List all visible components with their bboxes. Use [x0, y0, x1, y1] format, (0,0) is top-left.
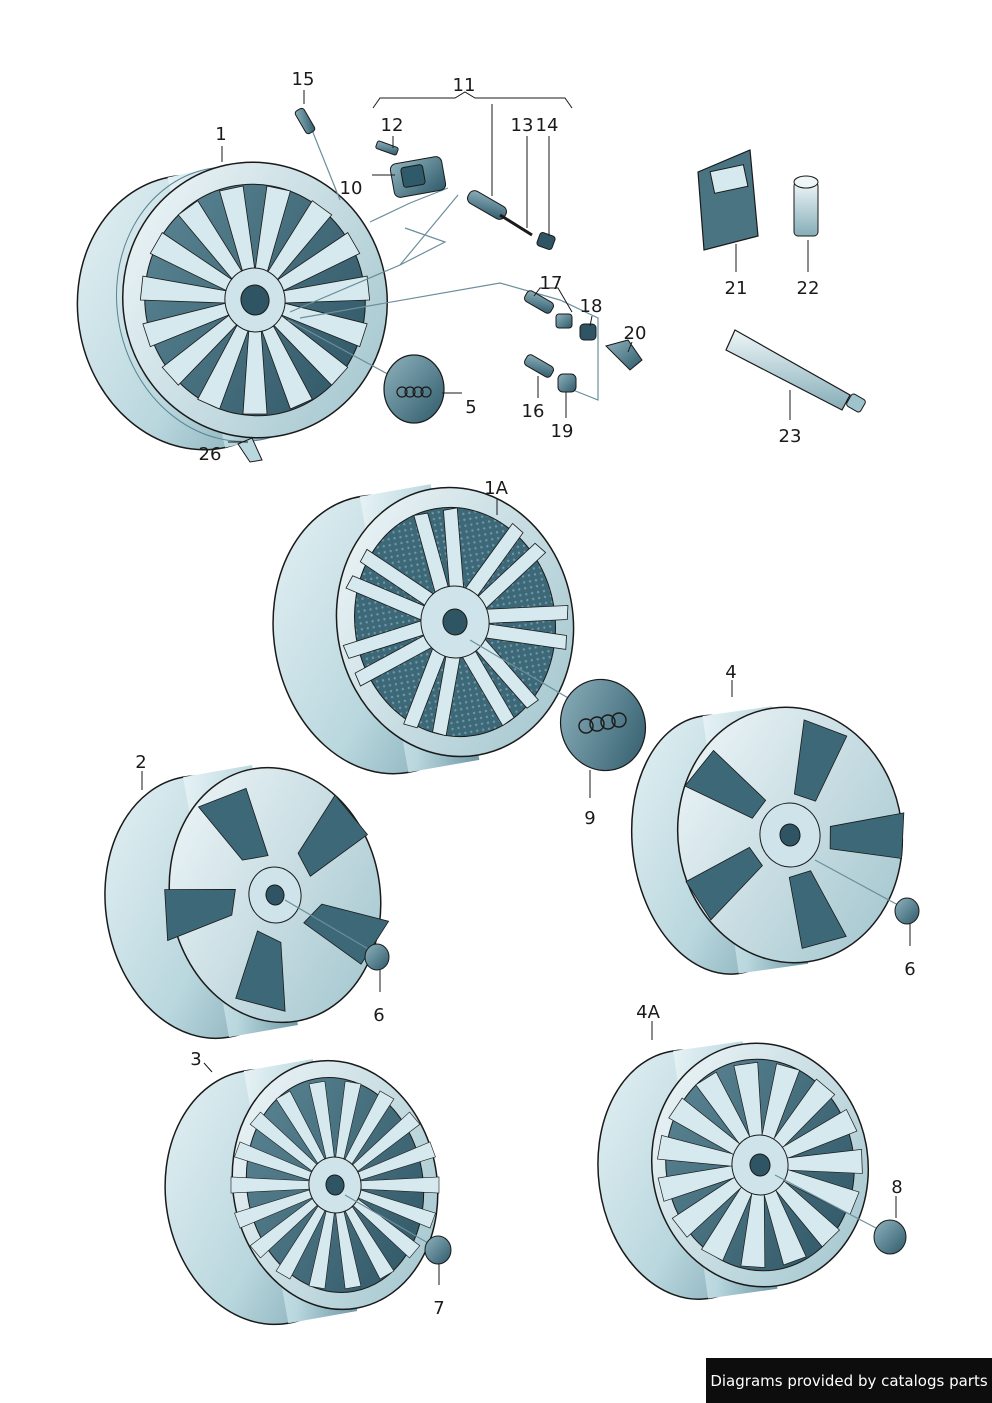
callout-15: 15	[291, 69, 315, 90]
callout-13: 13	[510, 115, 534, 136]
callout-14: 14	[535, 115, 559, 136]
nut-19	[557, 373, 577, 393]
callout-1A: 1A	[484, 478, 508, 499]
callout-19: 19	[550, 421, 574, 442]
callout-10: 10	[339, 178, 363, 199]
callout-1: 1	[215, 124, 227, 145]
screw-12	[375, 140, 399, 156]
center-cap-8	[873, 1219, 907, 1255]
center-cap-7	[424, 1235, 452, 1265]
wheel-4A	[597, 1041, 870, 1300]
leader-2	[284, 899, 371, 951]
callout-21: 21	[724, 278, 748, 299]
leader-4	[814, 859, 899, 906]
callout-8: 8	[891, 1177, 903, 1198]
wheel-3	[164, 1058, 440, 1326]
center-cap-6-left	[364, 943, 390, 971]
callout-6-right: 6	[904, 959, 916, 980]
bottle-22	[793, 175, 819, 237]
callout-23: 23	[778, 426, 802, 447]
callout-11: 11	[452, 75, 476, 96]
valve-cap-14	[536, 232, 556, 250]
callout-18: 18	[579, 296, 603, 317]
bolt-16	[523, 354, 555, 378]
leader-1A	[469, 639, 581, 706]
footer-credit-text: Diagrams provided by catalogs parts	[710, 1371, 988, 1390]
callout-16: 16	[521, 401, 545, 422]
balance-weight-26	[237, 437, 263, 463]
center-cap-6-right	[894, 897, 920, 925]
callout-26: 26	[198, 444, 222, 465]
callout-3: 3	[190, 1049, 202, 1070]
callout-4A: 4A	[636, 1002, 660, 1023]
callout-6-left: 6	[373, 1005, 385, 1026]
footer-credit: Diagrams provided by catalogs parts	[706, 1358, 992, 1403]
leader-3	[344, 1194, 429, 1244]
wheel-2	[104, 765, 390, 1040]
callout-22: 22	[796, 278, 820, 299]
wheel-1A	[272, 484, 575, 775]
callout-17: 17	[539, 273, 563, 294]
callout-12: 12	[380, 115, 404, 136]
valve-11	[467, 190, 533, 237]
callout-9: 9	[584, 808, 596, 829]
leader-lines-upper	[287, 124, 599, 401]
callout-20: 20	[623, 323, 647, 344]
gel-pack-21	[697, 149, 759, 251]
valve-cap-20	[605, 339, 643, 371]
wheel-4	[630, 706, 905, 975]
center-cap-9	[559, 678, 647, 772]
bolt-17	[523, 290, 555, 314]
callout-leaders	[141, 90, 911, 1285]
leader-4A	[774, 1174, 877, 1229]
valve-15	[294, 107, 316, 135]
callout-7: 7	[433, 1298, 445, 1319]
callout-2: 2	[135, 752, 147, 773]
grease-tube-23	[725, 329, 866, 413]
callout-4: 4	[725, 662, 737, 683]
wheel-1	[76, 161, 389, 451]
nut-18	[555, 313, 597, 341]
callout-5: 5	[465, 397, 477, 418]
center-cap-5	[383, 354, 445, 424]
tpms-sensor-10	[389, 156, 447, 198]
